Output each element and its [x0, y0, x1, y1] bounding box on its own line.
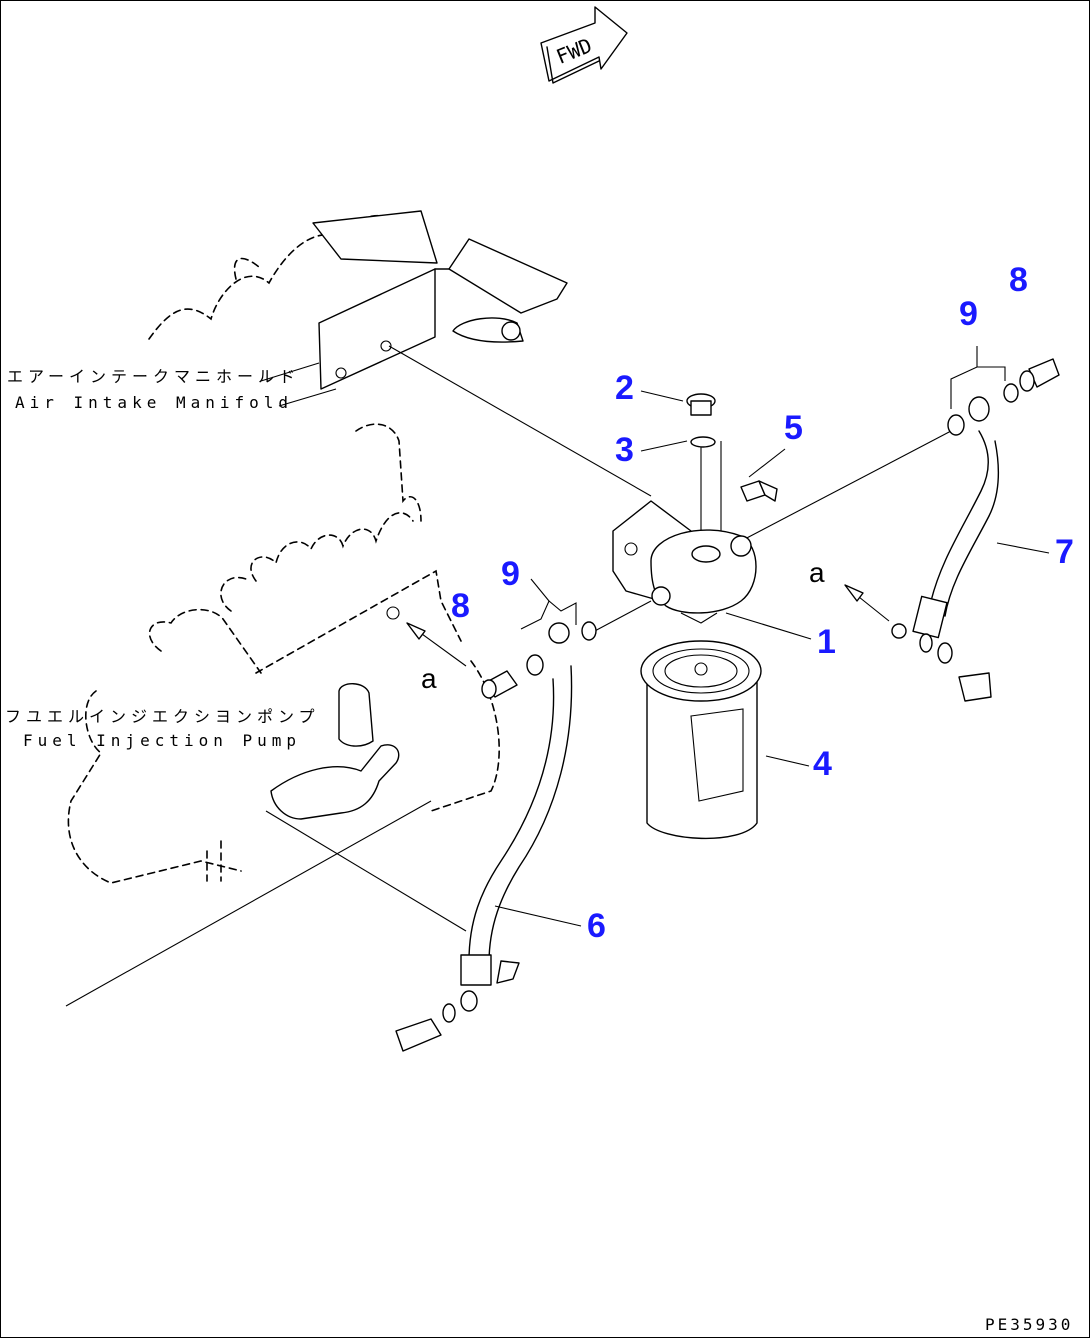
fuel-pump-label-jp: フユエルインジエクシヨンポンプ: [5, 707, 320, 726]
callout-4: 4: [813, 745, 832, 783]
eye-bolt-right-shape: [947, 358, 1060, 436]
plug-shape: [686, 393, 716, 416]
air-intake-label-jp: エアーインテークマニホールド: [7, 367, 301, 386]
callout-7: 7: [1055, 533, 1074, 571]
callout-3: 3: [615, 431, 634, 469]
fuel-pump-label-en: Fuel Injection Pump: [23, 731, 302, 750]
fwd-arrow-icon: [540, 6, 628, 84]
callout-9-left: 9: [501, 555, 520, 593]
hose-left-shape: [395, 622, 573, 1052]
view-marker-a-left: a: [421, 663, 437, 694]
washer-shape: [690, 436, 716, 448]
eye-bolt-left-shape: [481, 621, 597, 699]
hose-right-shape: [891, 396, 1000, 702]
air-intake-label-en: Air Intake Manifold: [15, 393, 294, 412]
callout-8-left: 8: [451, 587, 470, 625]
callout-1: 1: [817, 623, 836, 661]
callout-6: 6: [587, 907, 606, 945]
fuel-injection-pump-shape: [67, 423, 500, 884]
callout-9-right: 9: [959, 295, 978, 333]
leader-lines: [65, 345, 1050, 1007]
view-arrows: [406, 584, 890, 667]
drawing-code: PE35930: [985, 1315, 1074, 1334]
bolt-shape: [740, 480, 778, 502]
view-marker-a-right: a: [809, 557, 825, 588]
callout-5: 5: [784, 409, 803, 447]
filter-head-shape: [612, 500, 757, 624]
air-intake-manifold-shape: [148, 210, 568, 390]
filter-cartridge-shape: [640, 640, 762, 840]
callout-2: 2: [615, 369, 634, 407]
callout-8-right: 8: [1009, 261, 1028, 299]
